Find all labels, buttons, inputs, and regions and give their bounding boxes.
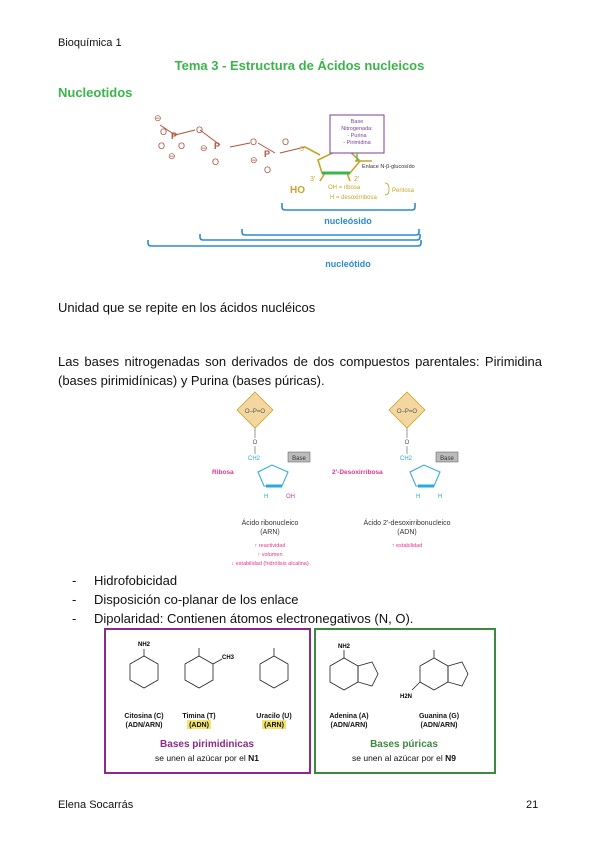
nucleoside-bracket [281, 203, 416, 211]
nucleotide-brackets [147, 229, 422, 247]
footer-page-number: 21 [526, 799, 539, 811]
svg-text:CH2: CH2 [248, 456, 261, 462]
svg-text:(ADN/ARN): (ADN/ARN) [126, 722, 163, 729]
svg-text:Citosina (C): Citosina (C) [124, 713, 163, 720]
svg-text:CH3: CH3 [222, 655, 235, 661]
adenine-structure [329, 650, 379, 691]
svg-text:(ARN): (ARN) [264, 722, 284, 729]
svg-text:H: H [416, 494, 420, 500]
purine-note: se unen al azúcar por el N9 [352, 753, 456, 763]
h-desoxirribosa-label: H = desoxirribosa [330, 195, 378, 201]
svg-text:Ácido ribonucleico: Ácido ribonucleico [242, 518, 299, 527]
bond-label: Enlace N-β-glucosído [362, 164, 415, 170]
svg-text:O: O [212, 157, 219, 167]
svg-text:⊖: ⊖ [250, 155, 258, 165]
nucleoside-label: nucleósido [324, 216, 372, 226]
page-title: Tema 3 - Estructura de Ácidos nucleicos [174, 58, 425, 73]
svg-text:5': 5' [300, 146, 305, 153]
svg-text:P: P [264, 149, 270, 159]
svg-text:H: H [264, 494, 268, 500]
svg-text:O: O [250, 137, 257, 147]
header-subject: Bioquímica 1 [58, 37, 122, 49]
svg-text:H: H [438, 494, 442, 500]
svg-text:(ADN/ARN): (ADN/ARN) [421, 722, 458, 729]
svg-text:⊖: ⊖ [154, 113, 162, 123]
svg-text:↓ estabilidad (hidrólisis alca: ↓ estabilidad (hidrólisis alcalina) [231, 561, 309, 567]
pyrimidine-box [104, 628, 311, 774]
uracil-structure [259, 648, 289, 689]
svg-text:Base: Base [351, 119, 364, 125]
purine-title: Bases púricas [370, 739, 438, 750]
section-title: Nucleotidos [58, 85, 133, 100]
ho-label: HO [290, 185, 305, 196]
pyrimidine-title: Bases pirimidinicas [160, 739, 254, 750]
footer-author: Elena Socarrás [58, 799, 134, 811]
purine-box [314, 628, 496, 774]
svg-text:O: O [282, 137, 289, 147]
svg-text:⊖: ⊖ [200, 143, 208, 153]
svg-text:Uracilo (U): Uracilo (U) [256, 713, 291, 720]
svg-text:- Pirimidina: - Pirimidina [343, 140, 371, 146]
svg-text:O: O [196, 125, 203, 135]
svg-text:O–P=O: O–P=O [397, 409, 418, 415]
svg-text:Base: Base [440, 456, 454, 462]
svg-text:O: O [178, 141, 185, 151]
ribosa-label: Ribosa [212, 469, 234, 476]
svg-text:NH2: NH2 [338, 644, 351, 650]
thymine-structure [184, 648, 223, 689]
svg-text:OH: OH [286, 494, 295, 500]
svg-text:Adenina (A): Adenina (A) [329, 713, 368, 720]
pyrimidine-note: se unen al azúcar por el N1 [155, 753, 259, 763]
svg-text:O: O [405, 440, 410, 446]
svg-text:H2N: H2N [400, 694, 412, 700]
list-item: -Disposición co-planar de los enlace [72, 592, 299, 607]
svg-text:P: P [214, 141, 220, 151]
svg-text:(ADN/ARN): (ADN/ARN) [331, 722, 368, 729]
nucleotide-figure: ⊖O P OO ⊖ O P ⊖ O O P ⊖ O O 5' 3' 2' HO … [147, 113, 422, 269]
adn-structure: O–P=O O CH2 Base H H 2'-Desoxirribosa Ác… [332, 391, 459, 549]
paragraph-bases: Las bases nitrogenadas son derivados de … [58, 354, 542, 388]
property-list: -Hidrofobicidad -Disposición co-planar d… [72, 571, 413, 628]
svg-text:O: O [160, 127, 167, 137]
svg-text:Nitrogenada:: Nitrogenada: [341, 126, 373, 132]
svg-text:CH2: CH2 [400, 456, 413, 462]
desoxirribosa-label: 2'-Desoxirribosa [332, 469, 383, 476]
guanine-structure [411, 650, 469, 691]
pentosa-label: Pentosa [392, 188, 415, 194]
svg-text:⊖: ⊖ [168, 151, 176, 161]
sugars-figure: O–P=O O CH2 Base H OH Ribosa Ácido ribon… [212, 391, 459, 567]
svg-text:Base: Base [292, 456, 306, 462]
svg-text:↑ estabilidad: ↑ estabilidad [392, 543, 423, 549]
svg-text:↑ reactividad: ↑ reactividad [255, 543, 286, 549]
svg-text:2': 2' [354, 176, 359, 183]
svg-text:- Purina: - Purina [347, 133, 367, 139]
svg-text:NH2: NH2 [138, 642, 151, 648]
svg-text:(ADN): (ADN) [189, 722, 209, 729]
svg-text:P: P [171, 131, 177, 141]
svg-text:(ADN): (ADN) [397, 529, 416, 536]
oh-ribosa-label: OH = ribosa [328, 185, 361, 191]
svg-text:O: O [158, 141, 165, 151]
paragraph-unit: Unidad que se repite en los ácidos nuclé… [58, 300, 316, 315]
nucleotide-label: nucleótido [325, 259, 371, 269]
svg-text:O–P=O: O–P=O [245, 409, 266, 415]
phosphate-chain [159, 124, 306, 154]
list-item: -Dipolaridad: Contienen átomos electrone… [72, 611, 414, 626]
svg-text:O: O [253, 440, 258, 446]
svg-text:Timina (T): Timina (T) [182, 713, 215, 720]
svg-text:(ARN): (ARN) [260, 529, 279, 536]
svg-text:↑ volumen: ↑ volumen [257, 552, 282, 558]
bases-figure: NH2 CH3 NH2 H2N Citosina (C) (ADN/ARN) T… [104, 628, 496, 774]
arn-structure: O–P=O O CH2 Base H OH Ribosa Ácido ribon… [212, 391, 311, 567]
svg-text:Guanina (G): Guanina (G) [419, 713, 459, 720]
svg-text:3': 3' [310, 176, 315, 183]
list-item: -Hidrofobicidad [72, 573, 178, 588]
cytosine-structure [129, 655, 159, 689]
svg-text:Ácido 2'-desoxirribonucleico: Ácido 2'-desoxirribonucleico [364, 518, 451, 527]
svg-text:O: O [264, 165, 271, 175]
